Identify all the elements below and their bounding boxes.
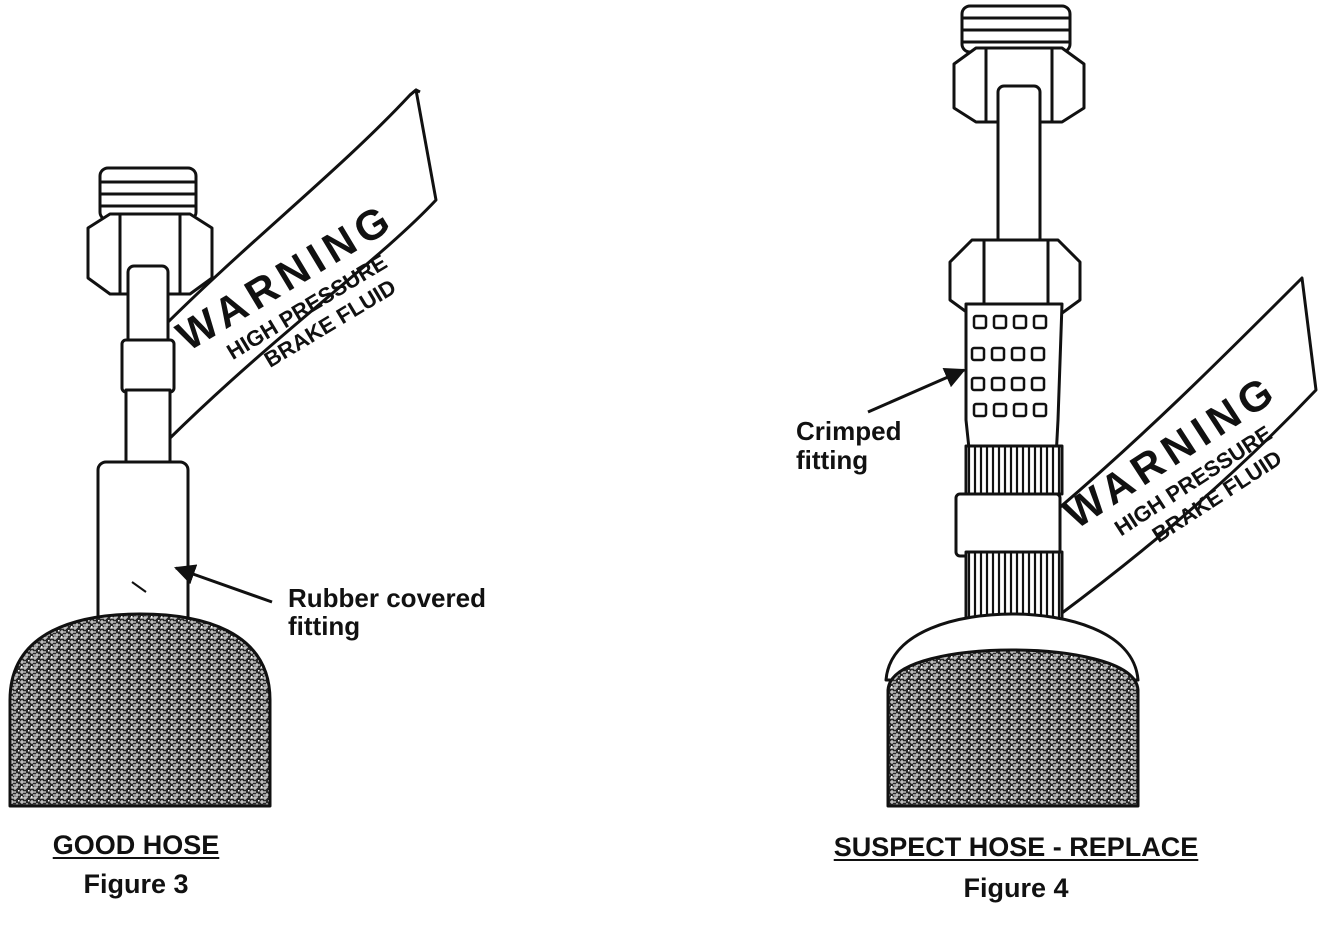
hose-body xyxy=(8,612,272,808)
figure-3-callout-arrow xyxy=(174,564,273,604)
figure-3-caption-number: Figure 3 xyxy=(83,869,189,899)
figure-4-callout-line2: fitting xyxy=(796,445,868,475)
crimp-marks xyxy=(970,314,1048,418)
ferrule xyxy=(120,338,176,394)
steel-tube xyxy=(996,84,1042,248)
threaded-nipple xyxy=(960,4,1072,54)
figure-4-callout-line1: Crimped xyxy=(796,416,901,446)
figure-3-caption-title: GOOD HOSE xyxy=(52,830,220,860)
figure-3-caption: GOOD HOSE Figure 3 xyxy=(30,830,242,900)
rubber-covered-fitting xyxy=(96,460,190,634)
figure-3-callout-line1: Rubber covered xyxy=(288,583,486,613)
figure-4-caption-title: SUSPECT HOSE - REPLACE xyxy=(833,832,1199,862)
hose-body xyxy=(886,648,1140,808)
warning-tag-ribbon xyxy=(158,88,438,442)
figure-3-callout-line2: fitting xyxy=(288,611,360,641)
figure-4-callout-arrow xyxy=(867,367,966,414)
figure-4-suspect-hose xyxy=(884,4,1318,808)
warning-tag-ribbon xyxy=(1043,276,1318,618)
exposed-braid-lower xyxy=(964,550,1064,626)
figure-3-good-hose xyxy=(8,88,438,808)
figure-4-caption-number: Figure 4 xyxy=(963,873,1069,903)
exposed-braid-upper xyxy=(964,444,1064,496)
threaded-nipple xyxy=(98,166,198,222)
steel-tube xyxy=(126,264,170,348)
collar xyxy=(954,492,1062,558)
figure-4-caption: SUSPECT HOSE - REPLACE Figure 4 xyxy=(818,832,1214,904)
